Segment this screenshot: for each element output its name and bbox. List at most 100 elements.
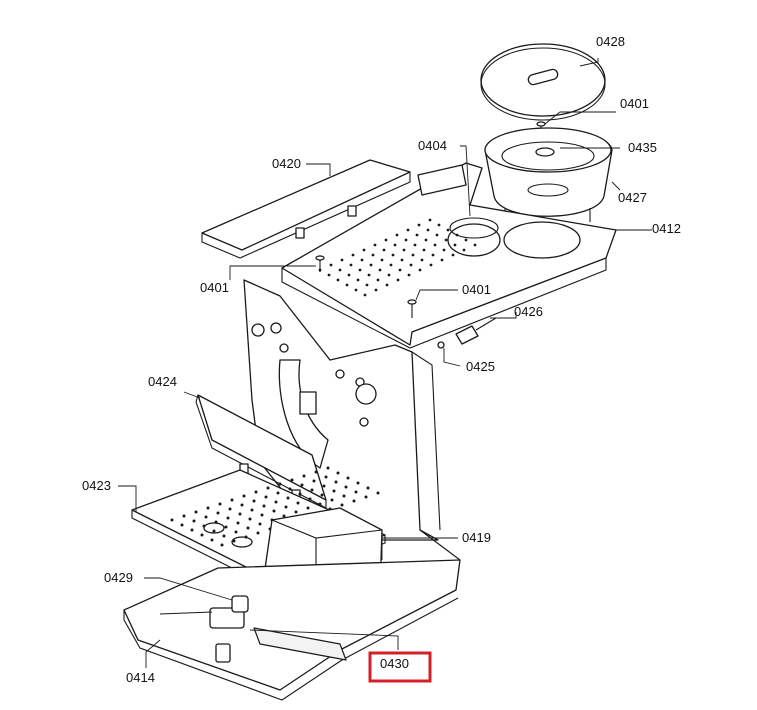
vent-hole <box>393 243 397 247</box>
vent-hole <box>349 263 353 267</box>
label-0404[interactable]: 0404 <box>418 138 447 153</box>
vent-hole <box>376 491 380 495</box>
vent-hole <box>382 248 386 252</box>
vent-hole <box>340 503 344 507</box>
vent-hole <box>302 474 306 478</box>
vent-hole <box>358 268 362 272</box>
vent-hole <box>354 288 358 292</box>
label-0427[interactable]: 0427 <box>618 190 647 205</box>
vent-hole <box>422 248 426 252</box>
label-0429[interactable]: 0429 <box>104 570 133 585</box>
vent-hole <box>402 248 406 252</box>
part-0428-lid[interactable] <box>480 43 606 121</box>
vent-hole <box>391 253 395 257</box>
vent-hole <box>387 273 391 277</box>
vent-hole <box>380 258 384 262</box>
vent-hole <box>296 501 300 505</box>
label-0401-left[interactable]: 0401 <box>200 280 229 295</box>
vent-hole <box>431 253 435 257</box>
vent-hole <box>202 524 206 528</box>
vent-hole <box>374 288 378 292</box>
highlight-box-0430 <box>368 651 432 683</box>
label-0414[interactable]: 0414 <box>126 670 155 685</box>
vent-hole <box>384 238 388 242</box>
vent-hole <box>264 495 268 499</box>
vent-hole <box>246 526 250 530</box>
part-0420-side-panel[interactable] <box>201 159 411 259</box>
label-0423[interactable]: 0423 <box>82 478 111 493</box>
vent-hole <box>314 470 318 474</box>
part-0426-switch[interactable] <box>455 317 497 345</box>
vent-hole <box>418 268 422 272</box>
label-0424[interactable]: 0424 <box>148 374 177 389</box>
vent-hole <box>396 278 400 282</box>
label-0430[interactable]: 0430 <box>380 656 409 671</box>
vent-hole <box>248 517 252 521</box>
part-0435-center-cap[interactable] <box>535 147 555 157</box>
vent-hole <box>426 228 430 232</box>
label-0419[interactable]: 0419 <box>462 530 491 545</box>
vent-hole <box>407 273 411 277</box>
label-0435[interactable]: 0435 <box>628 140 657 155</box>
vent-hole <box>216 511 220 515</box>
label-0428[interactable]: 0428 <box>596 34 625 49</box>
label-0425[interactable]: 0425 <box>466 359 495 374</box>
vent-hole <box>342 494 346 498</box>
vent-hole <box>395 233 399 237</box>
label-0426[interactable]: 0426 <box>514 304 543 319</box>
part-0427-bean-container[interactable] <box>484 127 613 222</box>
vent-hole <box>336 278 340 282</box>
label-0412[interactable]: 0412 <box>652 221 681 236</box>
vent-hole <box>365 283 369 287</box>
part-0401-screw-left[interactable] <box>315 255 325 272</box>
vent-hole <box>244 535 248 539</box>
vent-hole <box>308 497 312 501</box>
part-0425-screw[interactable] <box>437 341 445 349</box>
vent-hole <box>290 478 294 482</box>
vent-hole <box>344 485 348 489</box>
vent-hole <box>220 543 224 547</box>
vent-hole <box>212 529 216 533</box>
vent-hole <box>170 518 174 522</box>
vent-hole <box>234 530 238 534</box>
vent-hole <box>278 482 282 486</box>
part-0401-screw-right[interactable] <box>407 299 417 318</box>
vent-hole <box>180 523 184 527</box>
vent-hole <box>327 273 331 277</box>
label-0420[interactable]: 0420 <box>272 156 301 171</box>
vent-hole <box>373 243 377 247</box>
vent-hole <box>329 263 333 267</box>
vent-hole <box>420 258 424 262</box>
vent-hole <box>433 243 437 247</box>
vent-hole <box>389 263 393 267</box>
vent-hole <box>236 521 240 525</box>
part-0430-float-strip[interactable] <box>253 627 347 661</box>
vent-hole <box>338 268 342 272</box>
vent-hole <box>446 228 450 232</box>
vent-hole <box>204 515 208 519</box>
vent-hole <box>294 510 298 514</box>
vent-hole <box>206 506 210 510</box>
vent-hole <box>300 483 304 487</box>
part-0429-float-valve[interactable] <box>209 595 249 663</box>
label-0401-right[interactable]: 0401 <box>462 282 491 297</box>
vent-hole <box>330 498 334 502</box>
vent-hole <box>356 278 360 282</box>
vent-hole <box>218 502 222 506</box>
label-0401-top[interactable]: 0401 <box>620 96 649 111</box>
vent-hole <box>332 489 336 493</box>
part-0412-top-cover[interactable] <box>281 162 617 349</box>
vent-hole <box>444 238 448 242</box>
vent-hole <box>366 486 370 490</box>
vent-hole <box>435 233 439 237</box>
vent-hole <box>437 223 441 227</box>
vent-hole <box>190 528 194 532</box>
vent-hole <box>214 520 218 524</box>
vent-hole <box>324 475 328 479</box>
vent-hole <box>312 479 316 483</box>
vent-hole <box>464 238 468 242</box>
vent-hole <box>346 476 350 480</box>
vent-hole <box>354 490 358 494</box>
vent-hole <box>262 504 266 508</box>
vent-hole <box>424 238 428 242</box>
